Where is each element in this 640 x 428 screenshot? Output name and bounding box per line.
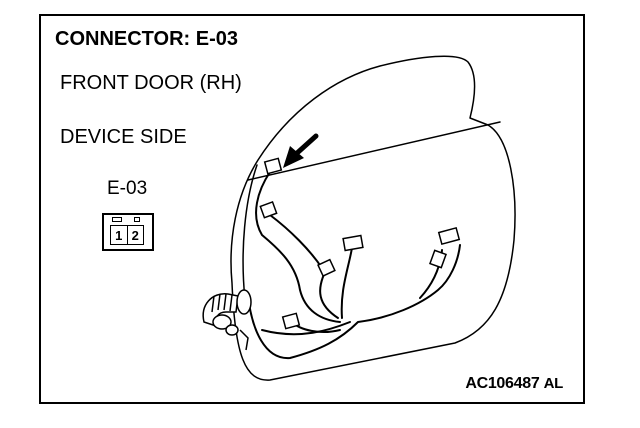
harness-branch-mid — [319, 269, 339, 319]
figure-id-suffix: AL — [543, 375, 564, 392]
harness-connector-a — [259, 201, 278, 219]
connector-face-icon: 1 2 — [102, 213, 154, 251]
pointer-arrow-icon — [283, 133, 319, 168]
door-panel-outline — [230, 55, 516, 381]
connector-e03-body — [263, 157, 283, 175]
connector-title: CONNECTOR: E-03 — [55, 28, 238, 50]
connector-pin-block: 1 2 — [110, 225, 144, 245]
harness-connector-d — [437, 226, 461, 246]
harness-connector-b — [317, 258, 336, 277]
door-inner-edge — [242, 164, 258, 301]
connector-code-label: E-03 — [107, 178, 148, 199]
harness-branch-top — [255, 171, 341, 323]
harness-connector-e — [429, 249, 447, 269]
door-label: FRONT DOOR (RH) — [60, 72, 242, 94]
harness-branch-link — [269, 214, 323, 269]
connector-latch-right — [134, 217, 140, 222]
harness-branch-center — [340, 247, 353, 319]
grommet-bundle — [202, 289, 252, 351]
figure-id-number: AC106487 — [465, 375, 540, 392]
figure-id: AC106487 AL — [465, 375, 563, 393]
connector-pin-2: 2 — [126, 226, 144, 244]
diagram-frame: CONNECTOR: E-03 FRONT DOOR (RH) DEVICE S… — [39, 14, 585, 404]
side-label: DEVICE SIDE — [60, 126, 187, 148]
door-belt-line — [247, 121, 501, 181]
harness-main — [247, 244, 461, 360]
harness-trunk — [261, 321, 351, 336]
harness-connector-f — [281, 312, 301, 330]
connector-pin-1: 1 — [115, 227, 123, 243]
connector-latch-left — [112, 217, 122, 222]
harness-connector-c — [342, 234, 364, 252]
